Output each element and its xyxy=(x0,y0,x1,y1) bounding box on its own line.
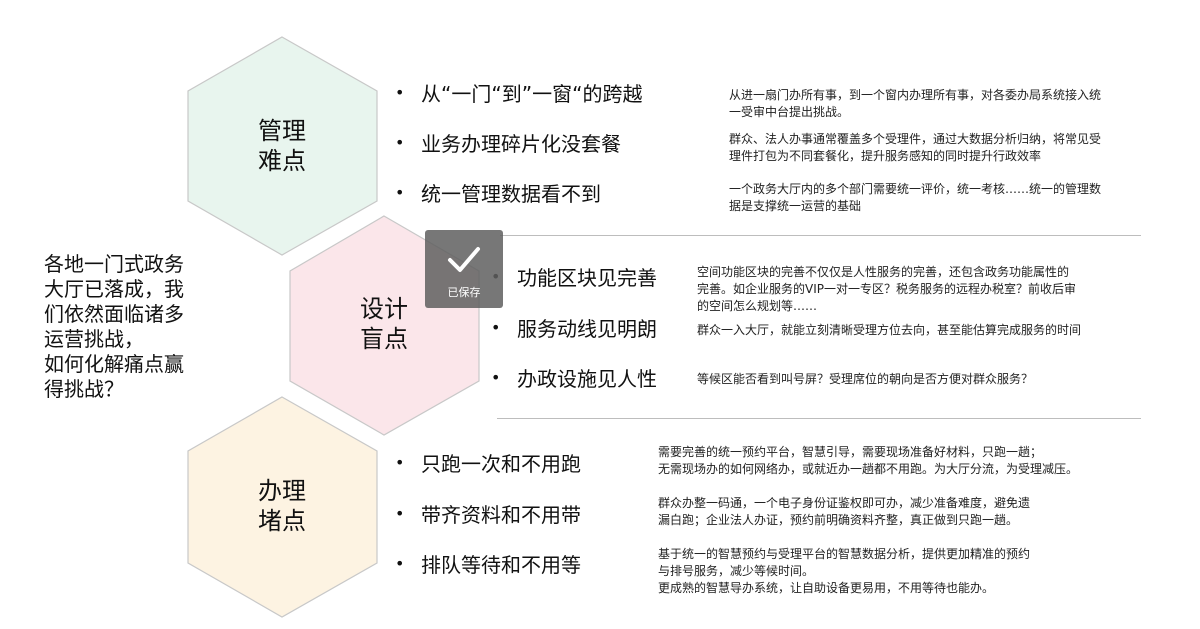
bullet-icon: • xyxy=(395,452,405,472)
list-item: • 业务办理碎片化没套餐 xyxy=(395,127,621,157)
list-item: • 办政设施见人性 xyxy=(491,362,657,392)
item-title: 统一管理数据看不到 xyxy=(421,181,601,206)
item-description: 群众一入大厅，就能立刻清晰受理方位去向，甚至能估算完成服务的时间 xyxy=(697,323,1082,337)
bullet-icon: • xyxy=(395,553,405,573)
bullet-icon: • xyxy=(395,182,405,202)
hexagon-handling xyxy=(187,396,378,618)
bullet-icon: • xyxy=(395,503,405,523)
list-item: • 从“一门“到”一窗“的跨越 xyxy=(395,77,642,107)
section-divider xyxy=(497,418,1141,419)
item-description: 从进一扇门办所有事，到一个窗内办理所有事，对各委办局系统接入统 一受审中台提出挑… xyxy=(729,88,1102,119)
item-title: 带齐资料和不用带 xyxy=(421,502,581,527)
list-item: • 带齐资料和不用带 xyxy=(395,498,581,528)
list-item: • 服务动线见明朗 xyxy=(491,312,657,342)
item-title: 服务动线见明朗 xyxy=(517,316,657,341)
item-description: 需要完善的统一预约平台，智慧引导，需要现场准备好材料，只跑一趟； 无需现场办的如… xyxy=(658,445,1079,476)
hex-label-management: 管理 难点 xyxy=(258,117,306,175)
item-description: 等候区能否看到叫号屏？受理席位的朝向是否方便对群众服务？ xyxy=(697,372,1034,386)
list-item: • 统一管理数据看不到 xyxy=(395,177,601,207)
item-description: 群众办整一码通，一个电子身份证鉴权即可办，减少准备难度，避免遗 漏白跑；企业法人… xyxy=(658,496,1031,527)
item-description: 一个政务大厅内的多个部门需要统一评价，统一考核……统一的管理数 据是支撑统一运营… xyxy=(729,182,1102,213)
saved-toast: 已保存 xyxy=(425,230,503,308)
bullet-icon: • xyxy=(395,82,405,102)
checkmark-icon xyxy=(448,247,480,272)
item-description: 空间功能区块的完善不仅仅是人性服务的完善，还包含政务功能属性的 完善。如企业服务… xyxy=(697,265,1076,313)
list-item: • 只跑一次和不用跑 xyxy=(395,447,581,477)
item-title: 只跑一次和不用跑 xyxy=(421,451,581,476)
section-divider xyxy=(500,235,1141,236)
bullet-icon: • xyxy=(491,317,501,337)
item-title: 排队等待和不用等 xyxy=(421,552,581,577)
item-title: 功能区块见完善 xyxy=(517,265,657,290)
item-description: 基于统一的智慧预约与受理平台的智慧数据分析，提供更加精准的预约 与排号服务，减少… xyxy=(658,547,1031,595)
item-title: 办政设施见人性 xyxy=(517,366,657,391)
item-title: 业务办理碎片化没套餐 xyxy=(421,131,621,156)
hex-label-design: 设计 盲点 xyxy=(360,295,408,353)
list-item: • 功能区块见完善 xyxy=(491,261,657,291)
hexagon-management xyxy=(187,36,378,256)
hex-label-handling: 办理 堵点 xyxy=(258,477,306,535)
intro-text: 各地一门式政务 大厅已落成，我 们依然面临诸多 运营挑战， 如何化解痛点赢 得挑… xyxy=(44,252,184,401)
item-description: 群众、法人办事通常覆盖多个受理件，通过大数据分析归纳，将常见受 理件打包为不同套… xyxy=(729,132,1102,163)
item-title: 从“一门“到”一窗“的跨越 xyxy=(421,81,643,106)
list-item: • 排队等待和不用等 xyxy=(395,548,581,578)
saved-toast-text: 已保存 xyxy=(447,286,481,299)
bullet-icon: • xyxy=(491,367,501,387)
bullet-icon: • xyxy=(395,132,405,152)
